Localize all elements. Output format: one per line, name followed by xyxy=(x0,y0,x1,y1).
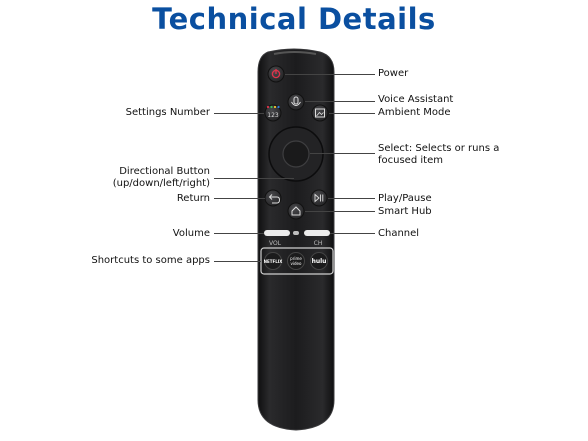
label-directional-2: (up/down/left/right) xyxy=(112,178,210,189)
prime-text-2: video xyxy=(291,261,302,266)
leader-return xyxy=(214,198,265,199)
leader-volume xyxy=(214,233,264,234)
label-return: Return xyxy=(176,193,210,204)
leader-shortcuts xyxy=(214,261,261,262)
leader-power xyxy=(285,74,375,75)
volume-rocker xyxy=(264,230,290,236)
label-shortcuts: Shortcuts to some apps xyxy=(91,255,210,266)
ch-text: CH xyxy=(314,240,323,247)
label-channel: Channel xyxy=(378,228,420,239)
shortcuts-highlight xyxy=(260,247,334,275)
leader-settings xyxy=(214,113,264,114)
label-settings-number: Settings Number xyxy=(125,107,210,118)
channel-rocker xyxy=(304,230,330,236)
netflix-text: NETFLIX xyxy=(264,259,283,264)
hulu-button xyxy=(310,252,328,270)
leader-ambient xyxy=(329,113,375,114)
prime-text-1: prime xyxy=(290,256,302,261)
label-play-pause: Play/Pause xyxy=(378,193,432,204)
leader-select xyxy=(310,153,375,154)
return-button xyxy=(264,189,282,207)
label-volume: Volume xyxy=(172,228,210,239)
leader-smarthub xyxy=(305,211,375,212)
label-smart-hub: Smart Hub xyxy=(378,206,432,217)
home-button xyxy=(287,202,305,220)
label-directional-1: Directional Button xyxy=(119,166,210,177)
leader-voice xyxy=(305,101,375,102)
leader-play xyxy=(328,198,375,199)
leader-directional xyxy=(214,178,294,179)
select-button xyxy=(282,140,310,168)
number-button xyxy=(264,104,282,122)
label-select-2: focused item xyxy=(378,155,443,166)
netflix-button xyxy=(264,252,282,270)
voice-button xyxy=(287,93,305,111)
hulu-text: hulu xyxy=(312,258,327,265)
label-select-1: Select: Selects or runs a xyxy=(378,143,500,154)
num-button-text: 123 xyxy=(267,112,279,119)
label-ambient-mode: Ambient Mode xyxy=(378,107,451,118)
prime-button xyxy=(287,252,305,270)
leader-channel xyxy=(330,233,375,234)
label-power: Power xyxy=(378,68,409,79)
vol-text: VOL xyxy=(269,240,282,247)
page-title: Technical Details xyxy=(152,2,436,36)
label-voice-assistant: Voice Assistant xyxy=(378,94,454,105)
